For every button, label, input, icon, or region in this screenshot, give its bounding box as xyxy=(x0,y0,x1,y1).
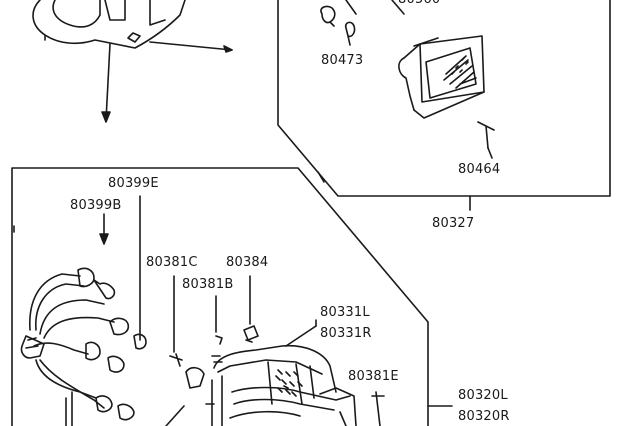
part-label-top-cut: 80560 xyxy=(398,0,440,6)
gasket-drawing xyxy=(165,355,223,426)
screw-80381B-drawing xyxy=(215,295,223,345)
part-label-80399E: 80399E xyxy=(108,176,159,191)
part-label-80464: 80464 xyxy=(458,162,501,177)
part-label-80320R: 80320R xyxy=(458,409,510,424)
headlamp-housing-drawing xyxy=(32,0,186,49)
leader-80399B xyxy=(99,213,109,245)
bulb-80473-drawing xyxy=(320,0,357,46)
part-label-80331L: 80331L xyxy=(320,305,370,320)
part-label-80381E: 80381E xyxy=(348,369,399,384)
arrow-right xyxy=(149,41,233,53)
screw-80381C-drawing xyxy=(169,275,183,367)
part-label-80331R: 80331R xyxy=(320,326,372,341)
license-lamp-enclosure xyxy=(277,0,611,197)
part-label-80320L: 80320L xyxy=(458,388,508,403)
screw-80464-drawing xyxy=(477,121,495,159)
part-label-80381B: 80381B xyxy=(182,277,234,292)
tail-lamp-assembly-drawing xyxy=(205,325,357,426)
part-label-80473: 80473 xyxy=(321,53,364,68)
license-lamp-lens-drawing xyxy=(391,0,485,119)
screw-80381E-drawing xyxy=(371,391,385,426)
tail-lamp-enclosure xyxy=(11,167,429,426)
part-label-80399B: 80399B xyxy=(70,198,122,213)
wiring-harness-drawing xyxy=(20,267,147,426)
part-label-80384: 80384 xyxy=(226,255,269,270)
part-label-80381C: 80381C xyxy=(146,255,198,270)
part-label-80327: 80327 xyxy=(432,216,475,231)
arrow-down xyxy=(101,43,111,123)
nut-80384-drawing xyxy=(243,275,259,343)
